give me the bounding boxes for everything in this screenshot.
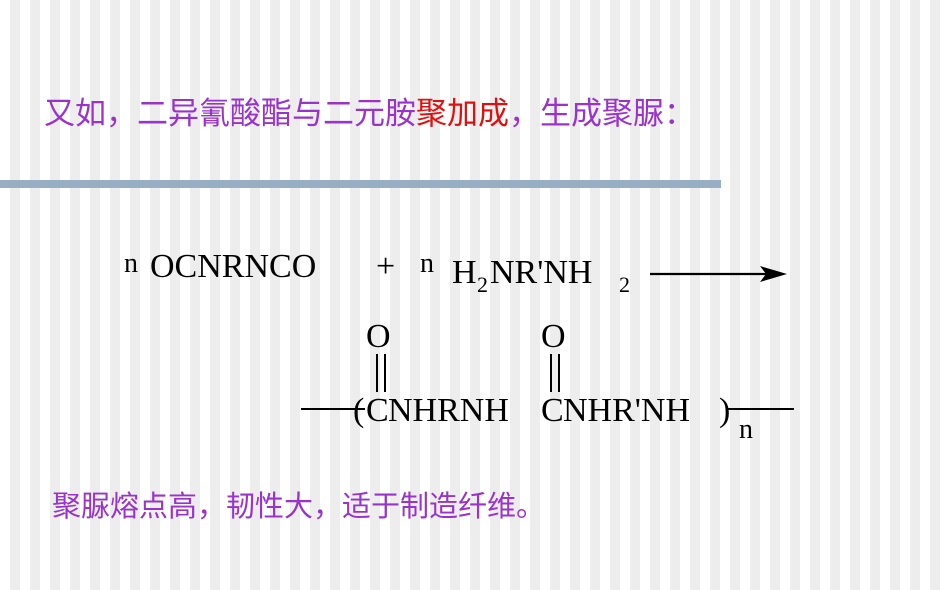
intro-highlight: 聚加成 — [416, 96, 509, 132]
carbonyl-carbon-2: C — [541, 392, 564, 429]
intro-text-start: 又如，二异氰酸酯与二元胺 — [44, 96, 416, 132]
reactant-diisocyanate: OCNRNCO — [150, 248, 317, 285]
reactant-diamine-sub-1: 2 — [477, 272, 488, 297]
repeat-unit-middle: NHRNH — [388, 392, 509, 429]
repeat-unit-tail: NHR'NH — [563, 392, 691, 429]
reactant-diamine-h: H — [452, 254, 477, 291]
intro-sentence: 又如，二异氰酸酯与二元胺聚加成，生成聚脲： — [44, 88, 695, 133]
repeat-unit-open-paren: ( — [353, 392, 365, 429]
reactant-diamine-sub-2: 2 — [619, 272, 630, 297]
carbonyl-oxygen-1: O — [366, 318, 391, 355]
repeat-unit-close-paren: ) — [719, 392, 731, 429]
divider-bar — [0, 180, 721, 188]
carbonyl-carbon-1: C — [366, 392, 389, 429]
reaction-arrow-head — [760, 266, 787, 282]
coefficient-n-2: n — [420, 248, 434, 279]
intro-text-end: ，生成聚脲： — [509, 96, 695, 132]
reactant-diamine-mid: NR'NH — [490, 254, 593, 291]
degree-of-polymerization-n: n — [739, 414, 753, 445]
plus-sign: + — [376, 248, 396, 285]
conclusion-sentence: 聚脲熔点高，韧性大，适于制造纤维。 — [52, 489, 546, 523]
carbonyl-oxygen-2: O — [541, 318, 566, 355]
coefficient-n-1: n — [124, 248, 138, 279]
